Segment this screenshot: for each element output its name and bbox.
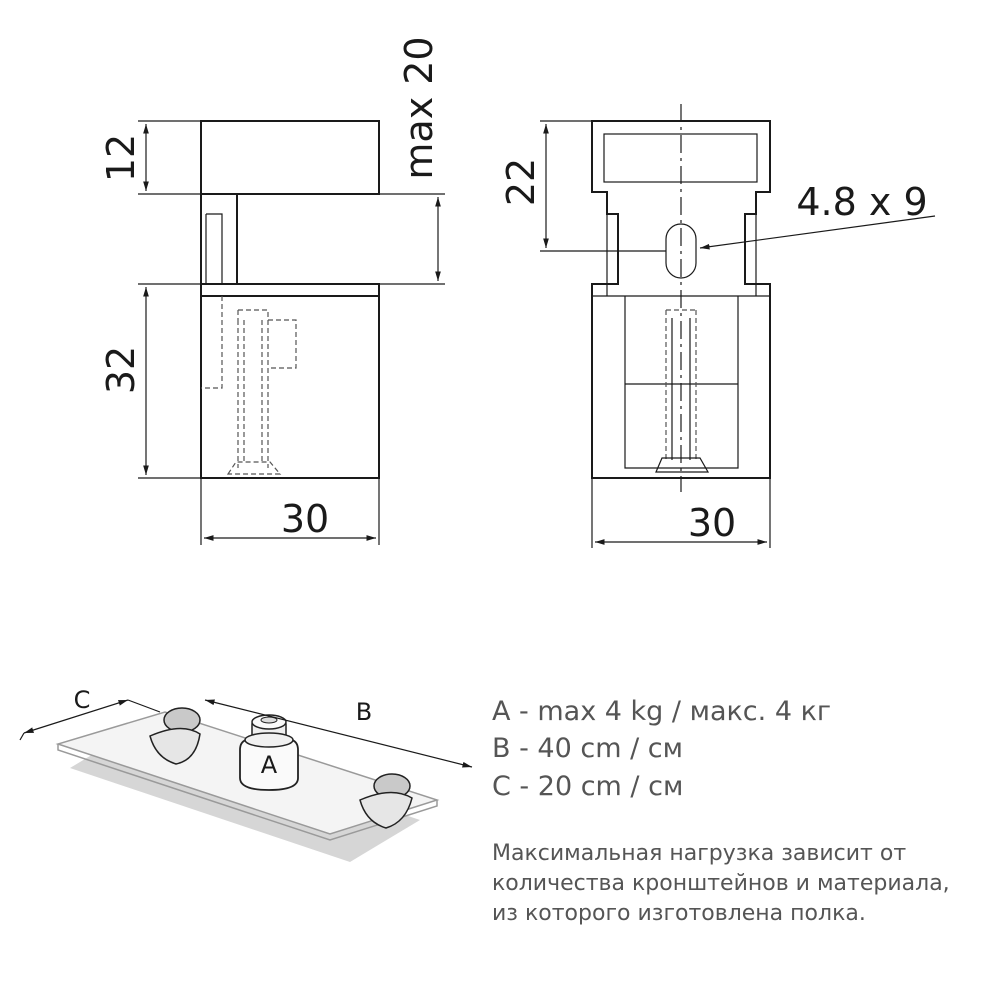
upright-inner <box>205 213 223 284</box>
label-b: B <box>356 698 372 726</box>
spec-c: C - 20 cm / см <box>492 771 683 802</box>
hidden-screw <box>237 309 269 468</box>
dim-max20-ext <box>379 193 445 285</box>
dim-c-line <box>23 699 129 734</box>
side-rails <box>606 214 757 296</box>
dim-12-ext <box>138 120 201 195</box>
side-view: 12 max 20 32 30 <box>99 36 445 545</box>
hidden-back-edge <box>201 296 223 389</box>
note-line-2: количества кронштейнов и материала, <box>492 871 950 896</box>
note-line-3: из которого изготовлена полка. <box>492 901 866 926</box>
lower-plate <box>200 283 380 297</box>
bracket-left <box>149 707 201 765</box>
dim-22-ext <box>540 120 666 252</box>
dim-30-right-ext <box>591 478 771 548</box>
dim-30-left-ext <box>200 478 380 545</box>
spec-a: A - max 4 kg / макс. 4 кг <box>492 696 831 727</box>
top-plate <box>200 120 380 195</box>
label-c: C <box>74 686 91 714</box>
bracket-right <box>359 773 413 829</box>
spec-list: A - max 4 kg / макс. 4 кг B - 40 cm / см… <box>492 696 831 802</box>
note-line-1: Максимальная нагрузка зависит от <box>492 841 906 866</box>
front-screw-thread <box>671 318 691 460</box>
dim-32-ext <box>138 283 201 479</box>
dim-32-label: 32 <box>99 346 143 394</box>
dim-c-ext <box>19 699 161 741</box>
load-note: Максимальная нагрузка зависит от количес… <box>492 841 950 926</box>
slot-leader <box>699 215 936 250</box>
dim-30-left-label: 30 <box>281 497 329 541</box>
shelf-illustration: A B C <box>19 686 473 862</box>
hidden-pad <box>268 319 297 369</box>
front-screw <box>665 309 697 462</box>
dim-max20-label: max 20 <box>397 36 441 179</box>
front-screw-head <box>655 457 710 473</box>
label-a: A <box>261 751 278 779</box>
dim-12-label: 12 <box>99 134 143 182</box>
hidden-screw-head <box>226 461 282 475</box>
spec-b: B - 40 cm / см <box>492 733 683 764</box>
dim-slot-label: 4.8 x 9 <box>796 180 927 224</box>
back-upright <box>200 194 238 284</box>
dim-b-line <box>204 699 473 768</box>
glass-edge <box>57 744 438 841</box>
lower-body <box>200 295 380 479</box>
hidden-screw-thread <box>243 320 263 462</box>
front-view: 22 4.8 x 9 30 <box>499 104 936 548</box>
dim-22-label: 22 <box>499 158 543 206</box>
dim-30-right-label: 30 <box>688 501 736 545</box>
